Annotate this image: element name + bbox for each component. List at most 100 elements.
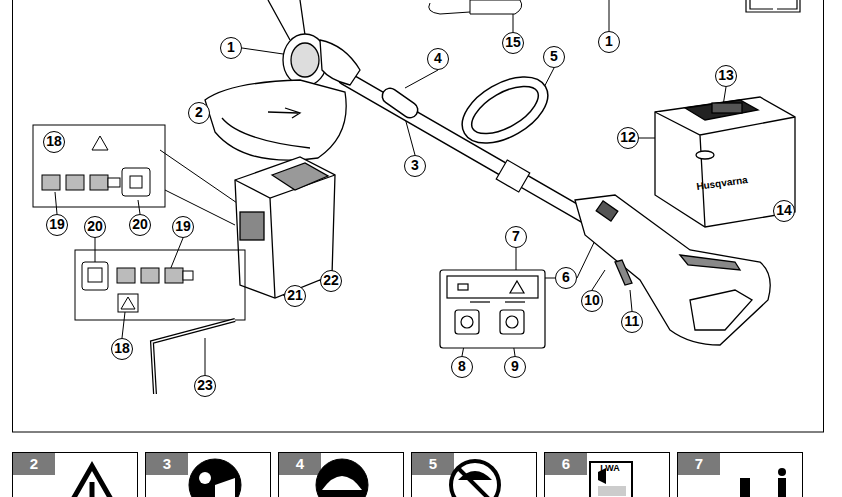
callout-number: 1 [220, 37, 242, 59]
manual-icon-part [750, 0, 797, 9]
frame-part [13, 0, 824, 432]
symbol-strip-part [13, 453, 138, 497]
callout-number: 18 [111, 338, 133, 360]
callout-number: 5 [543, 46, 565, 68]
callout-number: 12 [617, 127, 639, 149]
manual-icon-part [746, 0, 800, 12]
leader-lines-part [205, 338, 206, 375]
callout-number: 7 [505, 226, 527, 248]
control-panel-part [447, 276, 538, 298]
loop-handle-part [458, 70, 553, 150]
leader-lines-part [55, 192, 57, 214]
trimmer-head-part [291, 43, 319, 77]
symbol-strip-part [13, 453, 55, 475]
control-panel-part [470, 301, 490, 302]
loop-handle [458, 70, 553, 192]
symbol-icons-part [199, 472, 211, 484]
callout-number: 8 [451, 356, 473, 378]
symbol-icons-part [590, 462, 632, 497]
charger-part [696, 151, 714, 159]
rear-handle-part [596, 201, 618, 221]
battery-inset-top-part [108, 178, 120, 187]
symbol-icons-part [215, 478, 235, 497]
control-panel [440, 270, 545, 348]
leader-lines-part [630, 290, 632, 311]
symbol-icons-part [451, 461, 499, 497]
battery-inset-bottom-part [165, 268, 183, 283]
symbol-text: LWA [600, 463, 620, 473]
symbol-icons-part [740, 478, 750, 497]
symbol-icons-part [458, 468, 492, 497]
symbol-number: 6 [551, 454, 581, 474]
battery-inset-bottom-part [88, 268, 102, 282]
frame [13, 0, 824, 432]
callout-number: 6 [555, 267, 577, 289]
leader-lines-part [405, 70, 438, 88]
callout-number: 10 [581, 290, 603, 312]
trimmer-head-part [268, 112, 298, 113]
charger-cable-part [429, 3, 470, 14]
symbol-icons-part [778, 478, 786, 497]
battery-inset-top-part [42, 175, 60, 190]
symbol-strip-part [678, 453, 720, 475]
symbol-icons-part [778, 468, 786, 476]
callout-number: 14 [773, 200, 795, 222]
symbol-strip [13, 453, 803, 497]
loop-handle-part [496, 160, 530, 192]
callout-number: 11 [621, 311, 643, 333]
callout-number: 21 [284, 285, 306, 307]
callout-number: 19 [172, 216, 194, 238]
control-panel-part [500, 310, 524, 334]
leader-lines-part [592, 270, 605, 290]
symbol-number: 5 [418, 454, 448, 474]
trimmer-shaft-part [345, 78, 600, 225]
symbol-strip-part [412, 453, 454, 475]
charger-cable [429, 0, 522, 14]
leader-lines-part [160, 150, 240, 205]
battery-inset-top-part [33, 125, 165, 207]
charger-part [685, 100, 758, 120]
callout-number: 19 [46, 214, 68, 236]
leader-lines-part [242, 48, 290, 55]
symbol-number: 2 [19, 454, 49, 474]
symbol-strip-part [545, 453, 670, 497]
symbol-icons-part [64, 466, 120, 497]
trimmer-head-part [320, 40, 360, 85]
control-panel-part [461, 316, 473, 328]
charger [655, 97, 795, 227]
trimmer-head [205, 0, 360, 160]
leader-lines-part [513, 12, 514, 32]
symbol-number: 7 [684, 454, 714, 474]
symbol-icons [64, 459, 786, 497]
rear-handle-part [680, 255, 740, 270]
callout-number: 18 [43, 131, 65, 153]
trimmer-shaft-part [345, 78, 600, 225]
battery-inset-bottom-part [118, 294, 138, 312]
control-panel-part [440, 270, 545, 348]
symbol-number: 4 [285, 454, 315, 474]
rear-handle-part [690, 290, 752, 330]
callout-number: 13 [715, 65, 737, 87]
leader-lines-part [609, 0, 610, 31]
symbol-strip-part [279, 453, 321, 475]
battery-inset-top-part [122, 168, 150, 196]
battery-inset-bottom-part [117, 268, 135, 283]
manual-icon [746, 0, 800, 12]
callout-number: 20 [84, 216, 106, 238]
rear-handle-part [615, 260, 632, 285]
battery-inset-bottom-part [141, 268, 159, 283]
callout-number: 22 [320, 270, 342, 292]
battery-part [240, 212, 264, 240]
symbol-icons-part [598, 486, 626, 496]
leader-lines-part [545, 278, 555, 279]
battery-inset-top-part [92, 136, 108, 150]
symbol-number: 3 [152, 454, 182, 474]
control-panel-part [458, 284, 468, 290]
battery-inset-bottom-part [82, 262, 108, 290]
trimmer-head-part [222, 118, 310, 148]
battery-inset-bottom [75, 250, 245, 320]
battery-inset-top-part [130, 176, 142, 188]
loop-handle-part [458, 70, 553, 150]
symbol-strip-part [678, 453, 803, 497]
